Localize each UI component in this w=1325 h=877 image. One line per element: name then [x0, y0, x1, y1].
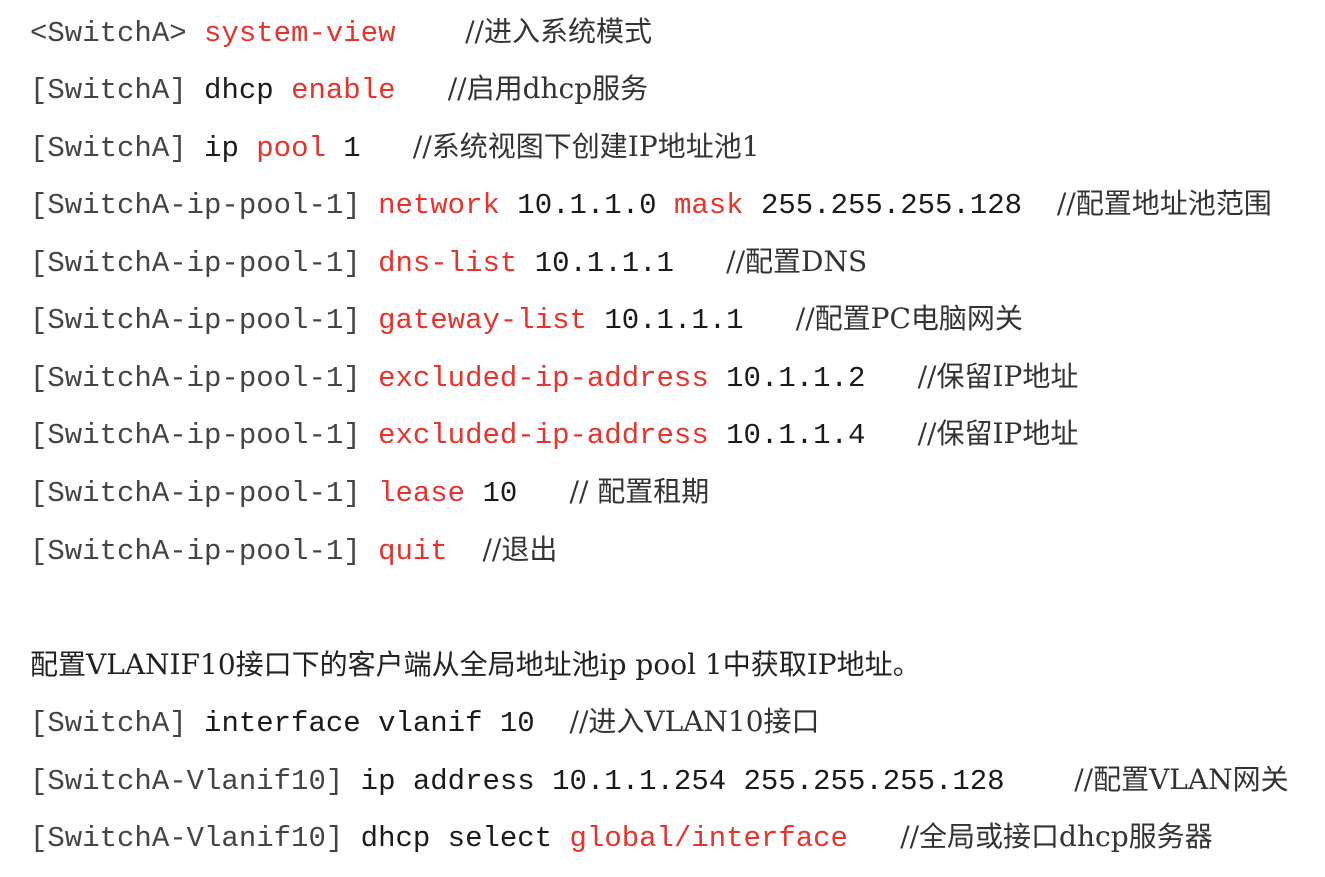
cli-prompt: [SwitchA-ip-pool-1]	[30, 189, 361, 222]
cli-argument: 10.1.1.4	[726, 419, 866, 452]
cli-prompt: [SwitchA-Vlanif10]	[30, 822, 344, 855]
cli-command: dhcp	[204, 74, 274, 107]
cli-keyword: system-view	[204, 17, 396, 50]
config-document: <SwitchA> system-view //进入系统模式 [SwitchA]…	[30, 0, 1325, 877]
config-line: [SwitchA-ip-pool-1] lease 10 // 配置租期	[30, 470, 709, 514]
cli-keyword: lease	[378, 477, 466, 510]
config-line: [SwitchA] interface vlanif 10 //进入VLAN10…	[30, 700, 820, 744]
cli-argument: 10.1.1.1	[604, 304, 744, 337]
cli-keyword: pool	[256, 132, 326, 165]
config-line: [SwitchA-Vlanif10] ip address 10.1.1.254…	[30, 758, 1289, 802]
cli-comment: //进入VLAN10接口	[569, 705, 820, 738]
cli-argument: 255.255.255.128	[760, 189, 1023, 222]
description-paragraph: 配置VLANIF10接口下的客户端从全局地址池ip pool 1中获取IP地址。	[30, 648, 921, 681]
cli-comment: //配置VLAN网关	[1074, 763, 1289, 796]
cli-prompt: <SwitchA>	[30, 17, 187, 50]
cli-prompt: [SwitchA]	[30, 132, 187, 165]
config-line: [SwitchA] dhcp enable //启用dhcp服务	[30, 67, 648, 111]
cli-comment: //系统视图下创建IP地址池1	[412, 130, 760, 163]
cli-keyword: excluded-ip-address	[378, 419, 709, 452]
cli-comment: //进入系统模式	[465, 15, 652, 48]
cli-keyword: quit	[378, 535, 448, 568]
cli-prompt: [SwitchA-ip-pool-1]	[30, 362, 361, 395]
cli-prompt: [SwitchA-ip-pool-1]	[30, 535, 361, 568]
cli-command: dhcp select	[360, 822, 553, 855]
cli-prompt: [SwitchA]	[30, 74, 187, 107]
config-line: [SwitchA-ip-pool-1] gateway-list 10.1.1.…	[30, 297, 1023, 341]
cli-comment: // 配置租期	[569, 475, 710, 508]
cli-command: ip address 10.1.1.254 255.255.255.128	[360, 765, 1005, 798]
cli-command: interface vlanif 10	[204, 707, 535, 740]
cli-argument: 10	[482, 477, 518, 510]
cli-comment: //配置地址池范围	[1056, 187, 1272, 220]
cli-keyword: gateway-list	[378, 304, 587, 337]
cli-argument: 1	[343, 132, 361, 165]
config-line: [SwitchA-ip-pool-1] excluded-ip-address …	[30, 412, 1078, 456]
cli-prompt: [SwitchA-ip-pool-1]	[30, 419, 361, 452]
config-line: [SwitchA-ip-pool-1] quit //退出	[30, 528, 557, 572]
config-line: [SwitchA] ip pool 1 //系统视图下创建IP地址池1	[30, 125, 760, 169]
cli-comment: //配置PC电脑网关	[795, 302, 1023, 335]
config-line: [SwitchA-ip-pool-1] network 10.1.1.0 mas…	[30, 182, 1272, 226]
cli-keyword: global/interface	[569, 822, 848, 855]
config-line: [SwitchA-ip-pool-1] excluded-ip-address …	[30, 355, 1078, 399]
cli-comment: //保留IP地址	[917, 417, 1079, 450]
cli-argument: 10.1.1.2	[726, 362, 866, 395]
cli-comment: //保留IP地址	[917, 360, 1079, 393]
config-line: <SwitchA> system-view //进入系统模式	[30, 10, 652, 54]
cli-comment: //退出	[482, 533, 558, 566]
cli-prompt: [SwitchA-ip-pool-1]	[30, 304, 361, 337]
cli-keyword: dns-list	[378, 247, 518, 280]
cli-keyword: mask	[673, 189, 744, 222]
cli-prompt: [SwitchA]	[30, 707, 187, 740]
cli-keyword: enable	[291, 74, 396, 107]
cli-comment: //配置DNS	[726, 245, 868, 278]
cli-keyword: excluded-ip-address	[378, 362, 709, 395]
cli-prompt: [SwitchA-ip-pool-1]	[30, 477, 361, 510]
cli-argument: 10.1.1.1	[534, 247, 674, 280]
cli-command: ip	[204, 132, 239, 165]
cli-comment: //启用dhcp服务	[447, 72, 649, 105]
cli-comment: //全局或接口dhcp服务器	[900, 820, 1213, 853]
cli-keyword: network	[378, 189, 500, 222]
config-line: [SwitchA-ip-pool-1] dns-list 10.1.1.1 //…	[30, 240, 867, 284]
cli-prompt: [SwitchA-Vlanif10]	[30, 765, 344, 798]
cli-prompt: [SwitchA-ip-pool-1]	[30, 247, 361, 280]
cli-argument: 10.1.1.0	[517, 189, 657, 222]
config-line: [SwitchA-Vlanif10] dhcp select global/in…	[30, 815, 1213, 859]
